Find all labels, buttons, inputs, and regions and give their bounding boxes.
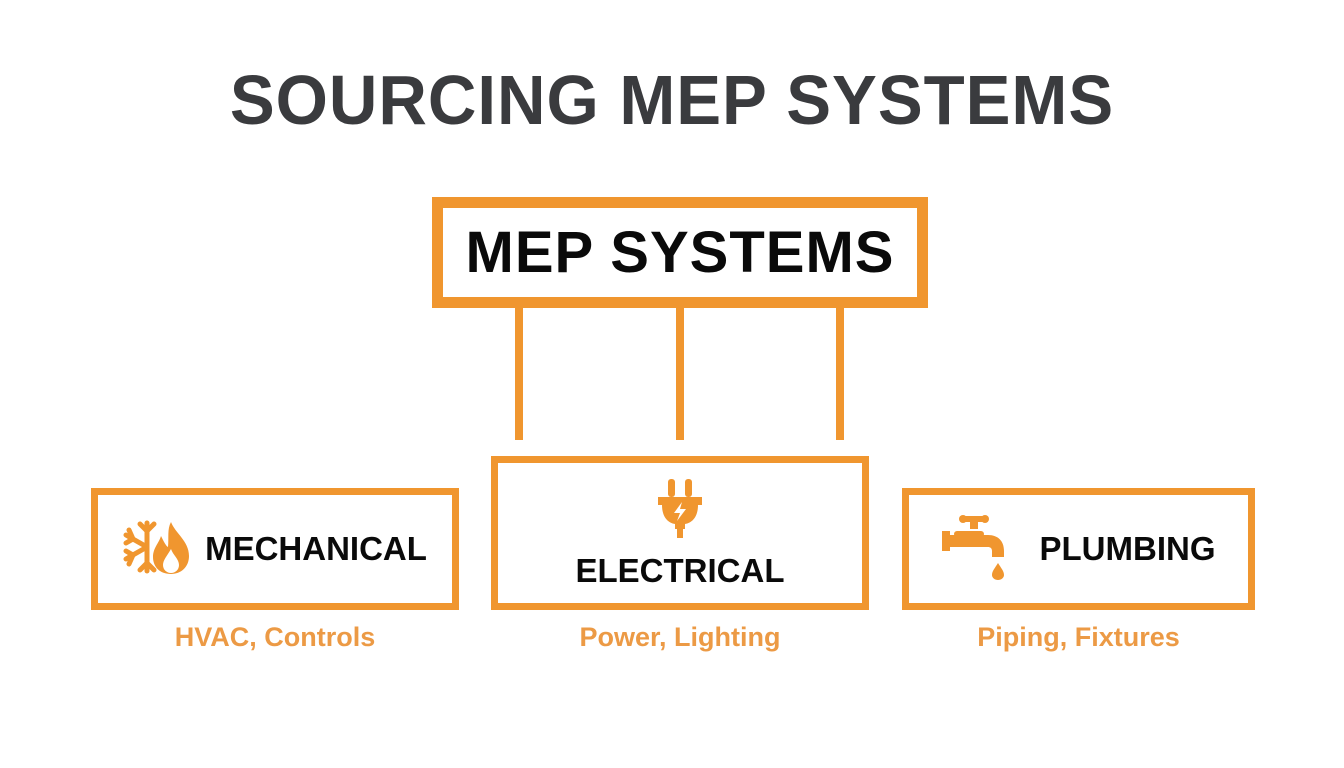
diagram-title: SOURCING MEP SYSTEMS [229, 61, 1115, 139]
root-node-mep-systems: MEP SYSTEMS [432, 197, 928, 308]
node-label-electrical: ELECTRICAL [575, 551, 785, 589]
connector-line-plumbing [836, 308, 844, 440]
node-label-mechanical: MECHANICAL [205, 530, 427, 567]
subtitle-plumbing: Piping, Fixtures [977, 622, 1180, 652]
snowflake-flame-icon [123, 519, 191, 580]
node-electrical: ELECTRICAL [491, 456, 869, 610]
subtitle-electrical: Power, Lighting [579, 622, 781, 652]
connector-line-electrical [676, 308, 684, 440]
plug-icon [655, 477, 705, 544]
root-node-label: MEP SYSTEMS [465, 220, 895, 285]
connector-line-mechanical [515, 308, 523, 440]
faucet-icon [941, 513, 1012, 586]
node-plumbing: PLUMBING [902, 488, 1255, 610]
node-label-plumbing: PLUMBING [1039, 530, 1216, 567]
node-mechanical: MECHANICAL [91, 488, 459, 610]
subtitle-mechanical: HVAC, Controls [174, 622, 376, 652]
